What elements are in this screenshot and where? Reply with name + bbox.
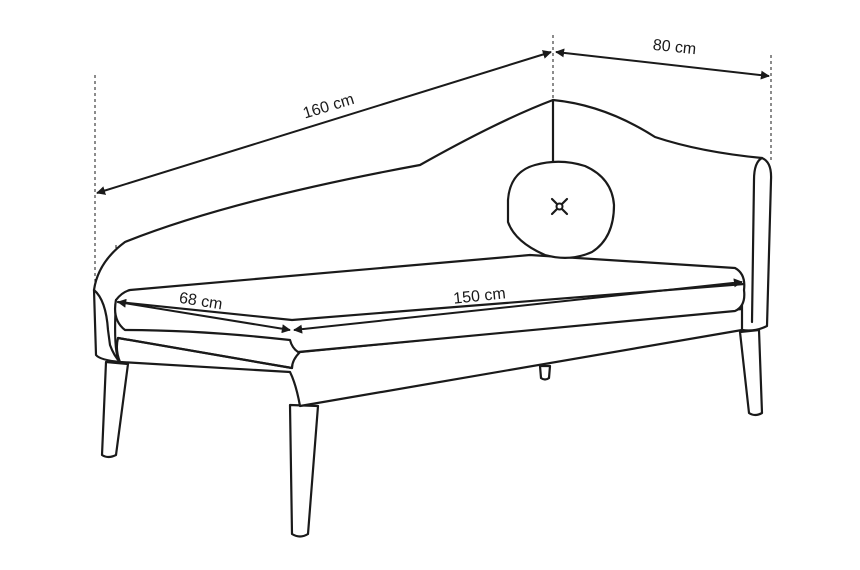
label-seat-depth: 68 cm — [178, 290, 224, 314]
round-pillow — [506, 160, 616, 259]
front-right-leg — [288, 403, 320, 538]
dimension-arrows — [96, 48, 770, 334]
right-leg — [738, 328, 764, 417]
base-frame-front-seam — [116, 336, 294, 370]
dimension-arrow-seat-length — [293, 278, 743, 334]
dimension-arrow-overall-length — [96, 50, 552, 195]
side-arm-front — [92, 288, 122, 364]
back-leg — [538, 364, 552, 381]
dimension-arrow-depth — [555, 48, 770, 80]
label-depth: 80 cm — [652, 37, 697, 58]
label-overall-length: 160 cm — [301, 91, 356, 123]
right-arm-line — [750, 156, 764, 324]
label-seat-length: 150 cm — [453, 285, 507, 307]
backrest — [92, 98, 773, 364]
dimension-arrow-seat-depth — [117, 298, 291, 334]
front-left-leg — [100, 360, 130, 459]
pillow-button-icon — [550, 197, 569, 216]
